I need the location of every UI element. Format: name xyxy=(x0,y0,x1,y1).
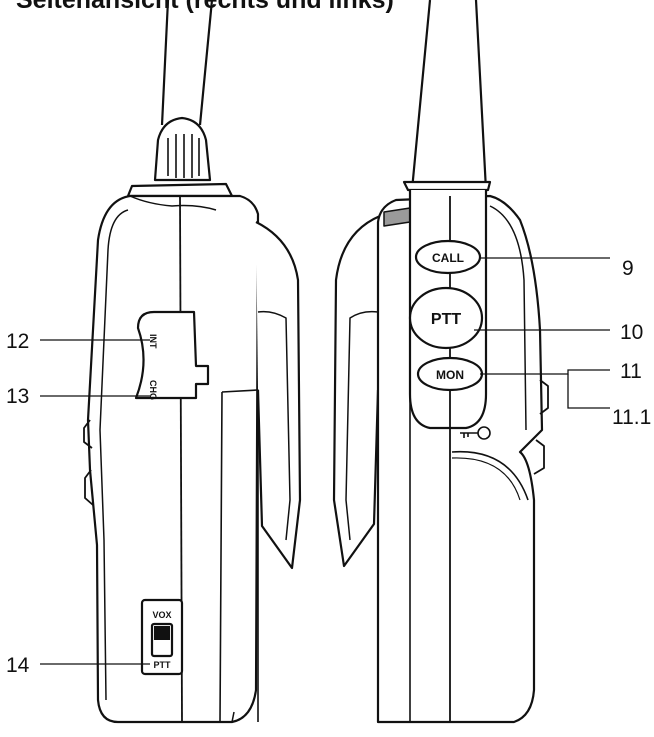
call-button-label: CALL xyxy=(432,251,464,265)
right-belt-clip xyxy=(332,214,381,568)
callout-11-1: 11.1 xyxy=(612,406,651,429)
call-button[interactable]: CALL xyxy=(414,239,482,275)
left-top-cap xyxy=(126,182,234,198)
callout-13: 13 xyxy=(6,385,29,408)
charging-port-cover xyxy=(134,310,210,400)
callout-lines xyxy=(40,257,610,665)
callout-line-11-1 xyxy=(567,374,610,409)
callout-12: 12 xyxy=(6,330,29,353)
ptt-button-label: PTT xyxy=(431,311,461,328)
left-body xyxy=(86,194,260,724)
left-antenna xyxy=(160,0,214,126)
vox-label: VOX xyxy=(152,610,171,620)
callout-11: 11 xyxy=(620,360,642,383)
right-antenna xyxy=(410,0,488,191)
left-radio xyxy=(83,0,302,724)
callout-9: 9 xyxy=(622,257,634,280)
mon-button[interactable]: MON xyxy=(416,356,484,392)
callout-14: 14 xyxy=(6,654,30,677)
int-port-label: INT xyxy=(148,334,158,349)
left-belt-clip xyxy=(255,221,302,570)
page-title: Seitenansicht (rechts und links) xyxy=(16,0,394,14)
left-antenna-knob xyxy=(153,116,212,182)
callout-line-11 xyxy=(480,369,610,375)
chg-port-label: CHG xyxy=(148,380,158,400)
callout-10: 10 xyxy=(620,321,643,344)
ptt-switch-label: PTT xyxy=(154,660,172,670)
key-lock-icon xyxy=(460,426,491,440)
ptt-button[interactable]: PTT xyxy=(408,286,484,350)
mon-button-label: MON xyxy=(436,368,464,382)
